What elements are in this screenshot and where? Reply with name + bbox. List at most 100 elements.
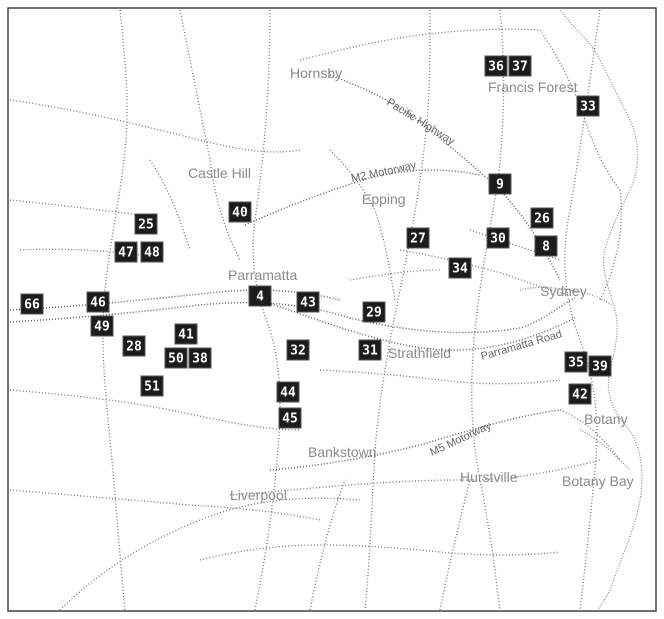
place-label-sydney: Sydney <box>540 283 587 299</box>
place-label-castle-hill: Castle Hill <box>188 165 251 181</box>
site-markers: 36 37 33 9 40 25 26 27 30 8 47 48 34 66 46 4 43 29 49 41 28 5… <box>20 55 612 429</box>
site-marker-label: 38 <box>192 352 208 367</box>
site-marker-label: 48 <box>144 246 160 261</box>
site-marker-box <box>174 323 198 345</box>
site-marker-box <box>530 207 554 229</box>
site-marker-47[interactable]: 47 <box>114 241 138 263</box>
site-marker-44[interactable]: 44 <box>276 381 300 403</box>
site-marker-box <box>122 335 146 357</box>
site-marker-box <box>488 173 512 195</box>
site-marker-label: 49 <box>94 320 110 335</box>
site-marker-label: 50 <box>168 352 184 367</box>
site-marker-box <box>296 291 320 313</box>
site-marker-label: 47 <box>118 246 134 261</box>
site-marker-label: 28 <box>126 340 142 355</box>
site-marker-label: 26 <box>534 212 550 227</box>
site-marker-25[interactable]: 25 <box>134 213 158 235</box>
site-marker-50[interactable]: 50 <box>164 347 188 369</box>
site-marker-40[interactable]: 40 <box>228 201 252 223</box>
site-marker-4[interactable]: 4 <box>248 285 272 307</box>
site-marker-label: 35 <box>568 356 584 371</box>
place-label-francis-forest: Francis Forest <box>488 79 578 95</box>
site-marker-label: 34 <box>452 262 468 277</box>
site-marker-label: 40 <box>232 206 248 221</box>
site-marker-label: 66 <box>24 298 40 313</box>
place-label-botany-bay: Botany Bay <box>562 473 634 489</box>
site-marker-30[interactable]: 30 <box>486 227 510 249</box>
site-marker-31[interactable]: 31 <box>358 339 382 361</box>
site-marker-box <box>20 293 44 315</box>
site-marker-label: 44 <box>280 386 296 401</box>
place-label-parramatta: Parramatta <box>228 267 297 283</box>
site-marker-box <box>278 407 302 429</box>
place-label-epping: Epping <box>362 191 406 207</box>
place-labels: Hornsby Francis Forest Castle Hill Eppin… <box>188 65 634 503</box>
site-marker-label: 8 <box>542 240 550 255</box>
site-marker-27[interactable]: 27 <box>406 227 430 249</box>
road-label-m2-motorway: M2 Motorway <box>350 159 418 185</box>
site-marker-46[interactable]: 46 <box>86 291 110 313</box>
place-label-strathfield: Strathfield <box>388 345 451 361</box>
site-marker-box <box>484 55 508 77</box>
site-marker-box <box>188 347 212 369</box>
site-marker-28[interactable]: 28 <box>122 335 146 357</box>
site-marker-box <box>362 301 386 323</box>
place-label-botany: Botany <box>584 411 628 427</box>
site-marker-label: 37 <box>512 60 528 75</box>
site-marker-box <box>448 257 472 279</box>
site-marker-41[interactable]: 41 <box>174 323 198 345</box>
site-marker-label: 31 <box>362 344 378 359</box>
site-marker-34[interactable]: 34 <box>448 257 472 279</box>
place-label-liverpool: Liverpool <box>230 487 287 503</box>
site-marker-51[interactable]: 51 <box>140 375 164 397</box>
site-marker-box <box>90 315 114 337</box>
site-marker-9[interactable]: 9 <box>488 173 512 195</box>
site-marker-label: 27 <box>410 232 426 247</box>
site-marker-32[interactable]: 32 <box>286 339 310 361</box>
site-marker-box <box>568 383 592 405</box>
site-marker-38[interactable]: 38 <box>188 347 212 369</box>
site-marker-label: 41 <box>178 328 194 343</box>
site-marker-49[interactable]: 49 <box>90 315 114 337</box>
site-marker-box <box>534 235 558 257</box>
site-marker-26[interactable]: 26 <box>530 207 554 229</box>
site-marker-29[interactable]: 29 <box>362 301 386 323</box>
site-marker-8[interactable]: 8 <box>534 235 558 257</box>
site-marker-box <box>140 241 164 263</box>
coastline <box>519 9 643 611</box>
site-marker-box <box>140 375 164 397</box>
site-marker-box <box>406 227 430 249</box>
site-marker-label: 29 <box>366 306 382 321</box>
site-marker-box <box>508 55 532 77</box>
site-marker-label: 25 <box>138 218 154 233</box>
site-marker-label: 30 <box>490 232 506 247</box>
site-marker-box <box>86 291 110 313</box>
site-marker-label: 45 <box>282 412 298 427</box>
site-marker-39[interactable]: 39 <box>588 355 612 377</box>
site-marker-45[interactable]: 45 <box>278 407 302 429</box>
site-marker-36[interactable]: 36 <box>484 55 508 77</box>
site-marker-box <box>286 339 310 361</box>
site-marker-box <box>358 339 382 361</box>
road-label-parramatta-road: Parramatta Road <box>480 328 564 363</box>
road-label-pacific-highway: Pacific Highway <box>384 96 457 148</box>
site-marker-box <box>564 351 588 373</box>
site-marker-48[interactable]: 48 <box>140 241 164 263</box>
site-marker-box <box>588 355 612 377</box>
site-marker-66[interactable]: 66 <box>20 293 44 315</box>
site-marker-box <box>134 213 158 235</box>
site-marker-label: 43 <box>300 296 316 311</box>
site-marker-43[interactable]: 43 <box>296 291 320 313</box>
site-marker-33[interactable]: 33 <box>576 95 600 117</box>
site-marker-label: 4 <box>256 290 264 305</box>
site-marker-label: 51 <box>144 380 160 395</box>
site-marker-label: 42 <box>572 388 588 403</box>
road-network <box>9 9 622 611</box>
site-marker-box <box>164 347 188 369</box>
place-label-hornsby: Hornsby <box>290 65 342 81</box>
site-marker-37[interactable]: 37 <box>508 55 532 77</box>
site-marker-42[interactable]: 42 <box>568 383 592 405</box>
site-marker-35[interactable]: 35 <box>564 351 588 373</box>
map-border <box>7 7 657 612</box>
